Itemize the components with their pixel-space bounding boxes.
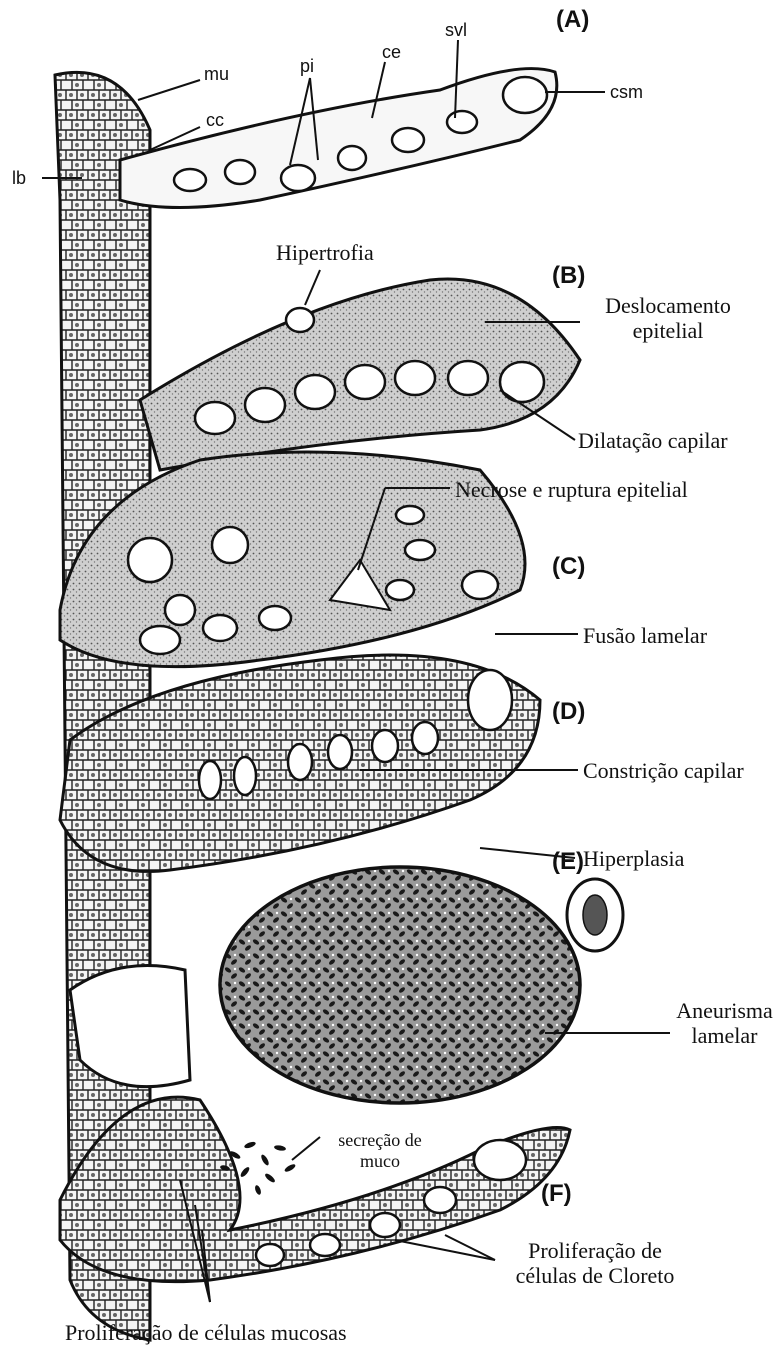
label-secrecao-line1: secreção de: [305, 1130, 455, 1151]
panel-label-b: (B): [552, 262, 585, 290]
label-pi: pi: [300, 56, 314, 77]
label-proliferacao-mucosas: Proliferação de células mucosas: [65, 1320, 347, 1345]
label-svl: svl: [445, 20, 467, 41]
label-ce: ce: [382, 42, 401, 63]
label-constricao-capilar: Constrição capilar: [583, 758, 744, 783]
label-dilatacao-capilar: Dilatação capilar: [578, 428, 728, 453]
label-proliferacao-cloreto: Proliferação de células de Cloreto: [495, 1238, 695, 1289]
label-necrose: Necrose e ruptura epitelial: [455, 477, 688, 502]
label-hiperplasia: Hiperplasia: [583, 846, 684, 871]
aneurysm-cap-inner: [583, 895, 607, 935]
label-mu: mu: [204, 64, 229, 85]
panel-label-a: (A): [556, 6, 589, 34]
panel-label-d: (D): [552, 698, 585, 726]
filament-lobe: [70, 966, 190, 1087]
label-deslocamento-epitelial: Deslocamento epitelial: [583, 293, 753, 344]
label-aneurisma-line1: Aneurisma: [672, 998, 777, 1023]
label-cc: cc: [206, 110, 224, 131]
label-deslocamento-line1: Deslocamento: [583, 293, 753, 318]
label-cloreto-line1: Proliferação de: [495, 1238, 695, 1263]
label-aneurisma-line2: lamelar: [672, 1023, 777, 1048]
panel-label-f: (F): [541, 1180, 572, 1208]
label-csm: csm: [610, 82, 643, 103]
label-cloreto-line2: células de Cloreto: [495, 1263, 695, 1288]
label-aneurisma-lamelar: Aneurisma lamelar: [672, 998, 777, 1049]
panel-label-e: (E): [552, 848, 584, 876]
label-fusao-lamelar: Fusão lamelar: [583, 623, 707, 648]
label-hipertrofia: Hipertrofia: [276, 240, 374, 265]
label-lb: lb: [12, 168, 26, 189]
aneurysm: [220, 867, 580, 1103]
label-deslocamento-line2: epitelial: [583, 318, 753, 343]
label-secrecao-muco: secreção de muco: [305, 1130, 455, 1171]
panel-label-c: (C): [552, 553, 585, 581]
label-secrecao-line2: muco: [305, 1151, 455, 1172]
